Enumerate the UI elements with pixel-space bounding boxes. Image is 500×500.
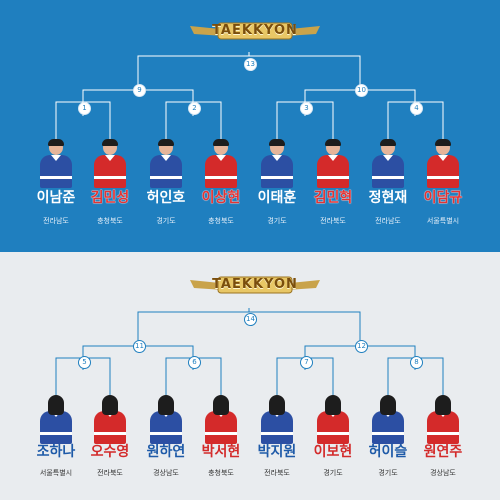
player-region: 전라북도 <box>97 469 123 477</box>
player-figure <box>425 395 461 444</box>
player-name: 박지원 <box>257 444 297 460</box>
player-name: 이보현 <box>313 444 353 460</box>
player-name: 정현재 <box>368 190 408 206</box>
player-name: 이남준 <box>36 190 76 206</box>
player-name: 원연주 <box>423 444 463 460</box>
match-number-q3: 3 <box>300 102 313 115</box>
player-figure <box>203 395 239 444</box>
player-region: 전라남도 <box>43 217 69 225</box>
match-number-q1: 1 <box>78 102 91 115</box>
player-name: 박서현 <box>201 444 241 460</box>
logo-wings-icon <box>190 22 320 40</box>
player-region: 충청북도 <box>208 469 234 477</box>
player-name: 김민성 <box>90 190 130 206</box>
match-number-q2: 2 <box>188 102 201 115</box>
player-region: 충청북도 <box>97 217 123 225</box>
bracket-lines <box>55 308 444 396</box>
bracket-lines <box>55 52 444 140</box>
player-figure <box>370 139 406 188</box>
taekkyon-logo: TAEKKYON <box>190 20 320 42</box>
player-figure <box>425 139 461 188</box>
player-figure <box>92 395 128 444</box>
player-region: 경기도 <box>156 217 176 225</box>
player-region: 전라남도 <box>375 217 401 225</box>
match-number-semi-right: 12 <box>355 340 368 353</box>
match-number-q4: 8 <box>410 356 423 369</box>
player-region: 경기도 <box>378 469 398 477</box>
player-name: 김민혁 <box>313 190 353 206</box>
player-figure <box>148 139 184 188</box>
player-name: 오수영 <box>90 444 130 460</box>
player-figure <box>315 395 351 444</box>
player-figure <box>92 139 128 188</box>
player-name: 이담규 <box>423 190 463 206</box>
logo-text: TAEKKYON <box>212 277 298 292</box>
logo-wings-icon <box>190 276 320 294</box>
player-figure <box>259 139 295 188</box>
player-region: 경기도 <box>267 217 287 225</box>
player-name: 원하연 <box>146 444 186 460</box>
player-name: 조하나 <box>36 444 76 460</box>
player-figure <box>259 395 295 444</box>
player-figure <box>38 139 74 188</box>
player-region: 전라북도 <box>264 469 290 477</box>
match-number-q2: 6 <box>188 356 201 369</box>
match-number-q4: 4 <box>410 102 423 115</box>
player-name: 이상현 <box>201 190 241 206</box>
match-number-q1: 5 <box>78 356 91 369</box>
taekkyon-logo: TAEKKYON <box>190 274 320 296</box>
player-figure <box>148 395 184 444</box>
player-region: 서울특별시 <box>39 469 73 477</box>
top-bracket-panel: TAEKKYON 13 9 10 1 2 3 4 이남준 <box>0 0 500 252</box>
player-region: 경기도 <box>323 469 343 477</box>
player-figure <box>38 395 74 444</box>
player-region: 경상남도 <box>430 469 456 477</box>
match-number-semi-right: 10 <box>355 84 368 97</box>
match-number-semi-left: 9 <box>133 84 146 97</box>
match-number-final: 13 <box>244 58 257 71</box>
player-name: 허인호 <box>146 190 186 206</box>
player-region: 경상남도 <box>153 469 179 477</box>
player-figure <box>370 395 406 444</box>
bottom-bracket-panel: TAEKKYON 14 11 12 5 6 7 8 조하나 서울특별시 <box>0 252 500 500</box>
match-number-final: 14 <box>244 313 257 326</box>
match-number-semi-left: 11 <box>133 340 146 353</box>
player-region: 전라북도 <box>320 217 346 225</box>
player-region: 충청북도 <box>208 217 234 225</box>
logo-text: TAEKKYON <box>212 23 298 38</box>
player-name: 이태훈 <box>257 190 297 206</box>
player-name: 허이슬 <box>368 444 408 460</box>
match-number-q3: 7 <box>300 356 313 369</box>
player-figure <box>315 139 351 188</box>
player-figure <box>203 139 239 188</box>
player-region: 서울특별시 <box>426 217 460 225</box>
